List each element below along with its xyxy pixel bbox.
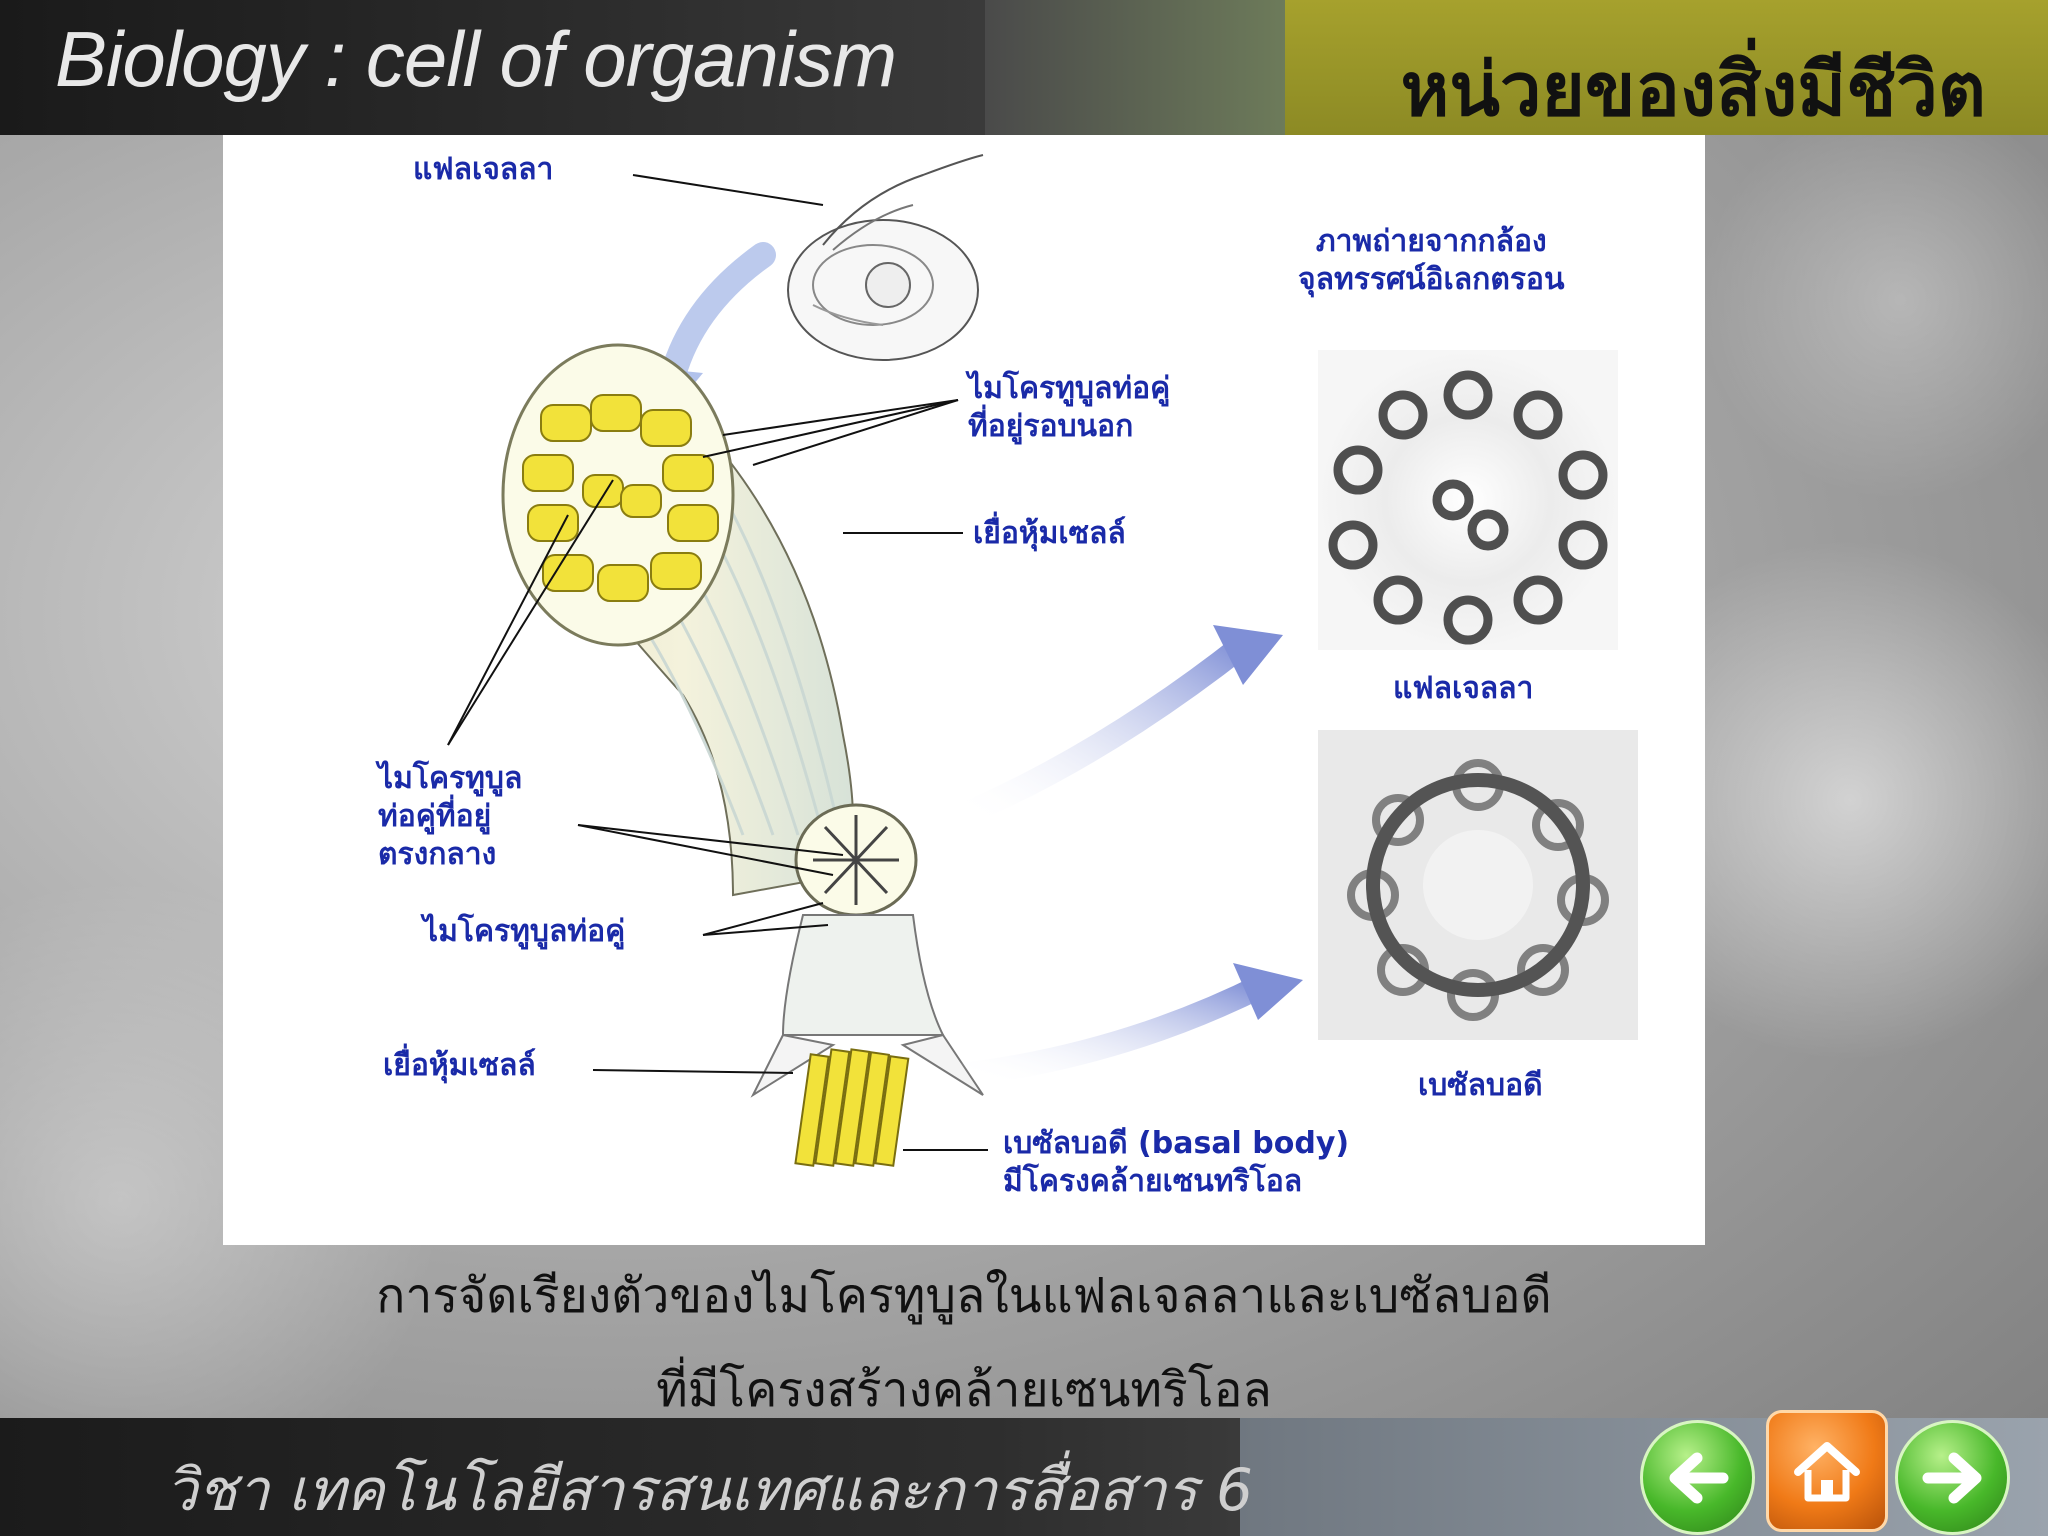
label-outer-doublets: ไมโครทูบูลท่อคู่ ที่อยู่รอบนอก [968,371,1171,444]
label-doublet: ไมโครทูบูลท่อคู่ [423,914,626,949]
label-central-pair: ไมโครทูบูล ท่อคู่ที่อยู่ ตรงกลาง [378,761,523,872]
microtubule-doublets-top [522,394,719,602]
label-cell-membrane-upper: เยื่อหุ้มเซลล์ [973,516,1126,551]
footer-left-panel [0,1418,1240,1536]
prev-button[interactable] [1640,1420,1755,1535]
course-title: วิชา เทคโนโลยีสารสนเทศและการสื่อสาร 6 [165,1456,1253,1524]
arrow-left-icon [1669,1452,1728,1503]
cell-illustration [787,154,984,361]
diagram-illustration [447,154,1638,1167]
caption-line-2: ที่มีโครงสร้างคล้ายเซนทริโอล [656,1362,1272,1418]
header-right-panel [1285,0,2048,135]
home-icon [1794,1442,1860,1502]
label-flagella-em: แฟลเจลลา [1393,671,1534,706]
header-bar: Biology : cell of organism หน่วยของสิ่งม… [0,0,2048,135]
app-title: Biology : cell of organism [55,15,897,103]
em-photo-basal-body [1318,730,1638,1040]
page-title: หน่วยของสิ่งมีชีวิต [1400,47,1986,133]
next-button[interactable] [1895,1420,2010,1535]
em-photo-flagella [1318,350,1618,650]
home-button[interactable] [1766,1410,1888,1532]
flagellum-diagram: แฟลเจลลา ภาพถ่ายจากกล้อง จุลทรรศน์อิเลกต… [223,135,1705,1245]
footer-bar: วิชา เทคโนโลยีสารสนเทศและการสื่อสาร 6 [0,1418,2048,1536]
caption-line-1: การจัดเรียงตัวของไมโครทูบูลในแฟลเจลลาและ… [376,1268,1552,1324]
basal-body-tubules [794,1048,910,1167]
label-em-photo: ภาพถ่ายจากกล้อง จุลทรรศน์อิเลกตรอน [1298,224,1565,297]
header-left-panel [0,0,985,135]
arrow-right-icon [1922,1452,1981,1503]
header-mid-panel [985,0,1285,135]
label-flagella-top: แฟลเจลลา [413,152,554,187]
label-basal-body-desc: เบซัลบอดี (basal body) มีโครงคล้ายเซนทริ… [1003,1126,1350,1199]
label-cell-membrane-lower: เยื่อหุ้มเซลล์ [383,1048,536,1083]
label-basal-body-em: เบซัลบอดี [1418,1068,1543,1103]
